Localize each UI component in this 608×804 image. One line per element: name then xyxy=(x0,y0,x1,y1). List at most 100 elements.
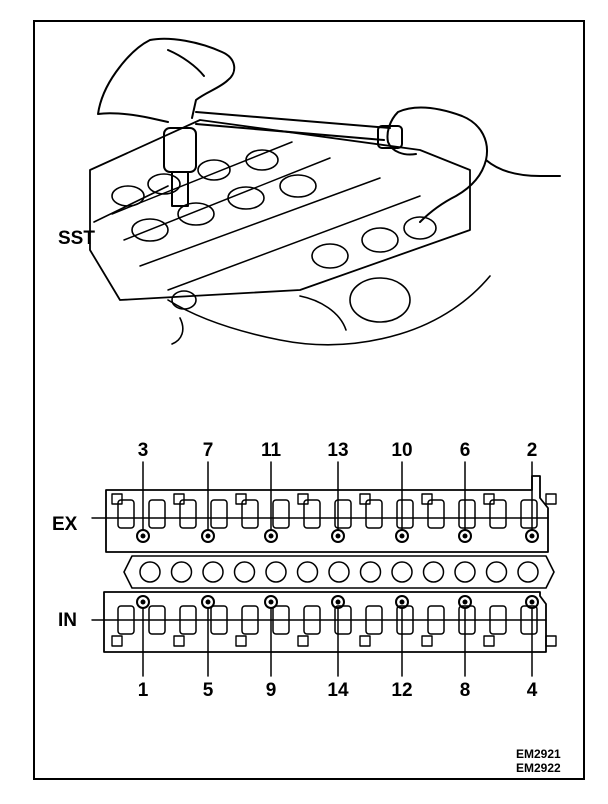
plug-hole xyxy=(422,561,445,583)
intake-cam-lobe xyxy=(334,605,352,635)
plug-hole xyxy=(391,561,413,583)
intake-sequence-number: 4 xyxy=(527,680,538,701)
socket-tool xyxy=(163,127,197,173)
upper-cam-lobes xyxy=(111,149,437,269)
exhaust-bolt-center xyxy=(462,533,468,539)
exhaust-cam-lobe xyxy=(520,499,538,529)
exhaust-cam-lobe xyxy=(241,499,259,529)
intake-cam-lobe xyxy=(489,605,507,635)
upper-illustration xyxy=(89,37,561,346)
exhaust-lobes xyxy=(111,493,557,529)
intake-bolt-center xyxy=(529,599,535,605)
intake-sequence-number: 1 xyxy=(138,680,149,701)
intake-journal-cap xyxy=(173,635,185,647)
bolt-sequence-diagram xyxy=(91,461,557,677)
intake-bolt-center xyxy=(140,599,146,605)
intake-cam-lobe xyxy=(210,605,228,635)
figure-code-2: EM2922 xyxy=(516,761,561,775)
exhaust-cam-lobe xyxy=(489,499,507,529)
plug-hole xyxy=(328,561,350,583)
exhaust-cam-lobe xyxy=(427,499,445,529)
exhaust-bolts xyxy=(136,529,539,543)
intake-cam-lobe xyxy=(427,605,445,635)
right-hand xyxy=(386,106,561,223)
exhaust-cam-lobe xyxy=(272,499,290,529)
intake-bolt-center xyxy=(335,599,341,605)
exhaust-cam-lobe xyxy=(303,499,321,529)
exhaust-journal-cap xyxy=(297,493,309,505)
exhaust-sequence-number: 13 xyxy=(327,440,348,461)
intake-bolt-center xyxy=(205,599,211,605)
exhaust-journal-cap xyxy=(483,493,495,505)
intake-cam-lobe xyxy=(458,605,476,635)
intake-journal-cap xyxy=(421,635,433,647)
plug-hole xyxy=(359,561,382,583)
head-body xyxy=(89,119,471,301)
exhaust-bolt-center xyxy=(268,533,274,539)
exhaust-cam-lobe xyxy=(117,499,135,529)
intake-cam-lobe xyxy=(303,605,321,635)
exhaust-sequence-number: 11 xyxy=(261,440,282,461)
exhaust-journal-cap xyxy=(359,493,371,505)
exhaust-sequence-number: 2 xyxy=(527,440,538,461)
exhaust-sequence-number: 7 xyxy=(203,440,214,461)
intake-cam-lobe xyxy=(520,605,538,635)
lower-engine-outline xyxy=(167,275,491,346)
figure-code-1: EM2921 xyxy=(516,747,561,761)
intake-leaders xyxy=(142,607,533,677)
intake-cam-lobe xyxy=(396,605,414,635)
intake-cam-lobe xyxy=(117,605,135,635)
intake-cam-lobe xyxy=(365,605,383,635)
exhaust-cam-lobe xyxy=(396,499,414,529)
intake-bolt-center xyxy=(268,599,274,605)
intake-journal-cap xyxy=(111,635,123,647)
intake-sequence-number: 8 xyxy=(460,680,471,701)
intake-carrier-outline xyxy=(103,591,547,653)
left-hand xyxy=(97,37,236,123)
plug-hole xyxy=(170,561,193,583)
exhaust-bolt-center xyxy=(529,533,535,539)
exhaust-label: EX xyxy=(52,514,78,535)
intake-bolt-center xyxy=(462,599,468,605)
intake-sequence-number: 5 xyxy=(203,680,214,701)
exhaust-bolt-center xyxy=(335,533,341,539)
exhaust-journal-cap xyxy=(545,493,557,505)
intake-journal-cap xyxy=(359,635,371,647)
exhaust-sequence-number: 10 xyxy=(391,440,412,461)
intake-sequence-number: 12 xyxy=(391,680,412,701)
center-plate xyxy=(123,555,555,589)
plug-hole xyxy=(296,561,319,583)
exhaust-cam-lobe xyxy=(334,499,352,529)
intake-journal-cap xyxy=(297,635,309,647)
intake-sequence-number: 9 xyxy=(266,680,277,701)
intake-cam-lobe xyxy=(241,605,259,635)
intake-label: IN xyxy=(58,610,77,631)
exhaust-journal-cap xyxy=(173,493,185,505)
exhaust-bolt-center xyxy=(399,533,405,539)
exhaust-cam-lobe xyxy=(148,499,166,529)
exhaust-cam-lobe xyxy=(365,499,383,529)
exhaust-bolt-center xyxy=(205,533,211,539)
intake-bolt-center xyxy=(399,599,405,605)
intake-journal-cap xyxy=(483,635,495,647)
exhaust-bolt-center xyxy=(140,533,146,539)
head-rail-front xyxy=(111,141,421,291)
figure-frame xyxy=(33,20,585,780)
intake-sequence-numbers: 1 5 9 14 12 8 4 xyxy=(138,680,538,701)
intake-sequence-number: 14 xyxy=(327,680,349,701)
intake-journal-cap xyxy=(235,635,247,647)
exhaust-cam-lobe xyxy=(458,499,476,529)
plug-hole xyxy=(485,561,508,583)
sst-label: SST xyxy=(58,228,95,249)
plug-hole xyxy=(202,561,224,583)
exhaust-journal-cap xyxy=(111,493,123,505)
plug-hole xyxy=(454,561,476,583)
exhaust-sequence-number: 6 xyxy=(460,440,471,461)
exhaust-journal-cap xyxy=(421,493,433,505)
exhaust-cam-lobe xyxy=(210,499,228,529)
plug-hole xyxy=(517,561,539,583)
sst-leader-line xyxy=(93,185,169,223)
